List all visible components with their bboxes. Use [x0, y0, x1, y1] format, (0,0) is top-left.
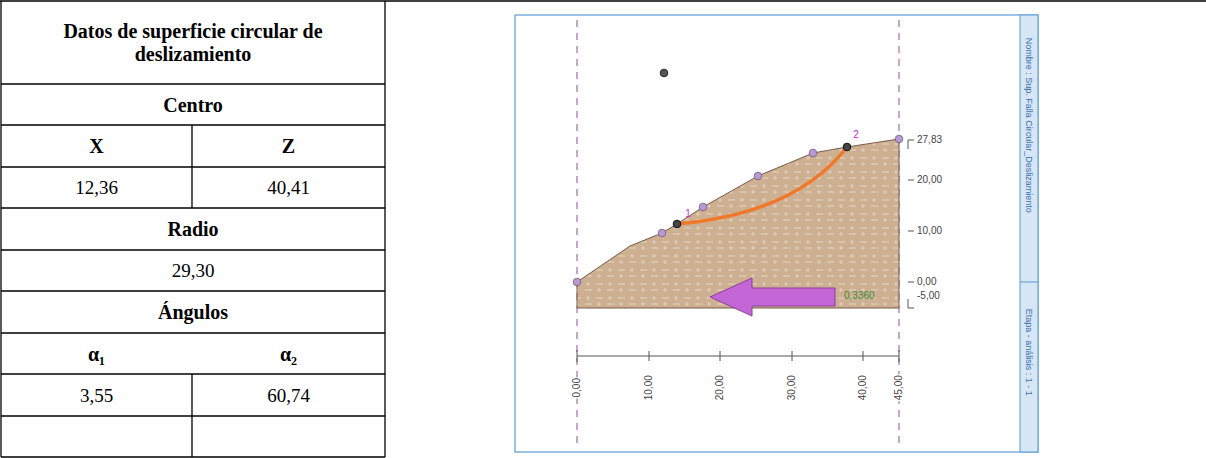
axis-value: 45,00: [893, 374, 905, 401]
panel-name: Nombre : Sup. Falla Circular_Deslizamien…: [1024, 37, 1034, 212]
scale-value: 10,00: [917, 225, 942, 237]
soil-body: [577, 139, 899, 308]
arc-point: [673, 220, 681, 228]
x-scale: [577, 350, 899, 362]
side-bar: [1020, 15, 1038, 452]
table-cell: α₂: [193, 334, 384, 374]
table-cell: Radio: [2, 209, 384, 250]
surface-points: [573, 135, 903, 286]
axis-value: 10,00: [643, 375, 655, 400]
table-cell: Z: [193, 126, 384, 167]
table-cell: 40,41: [193, 168, 384, 208]
point-number: 2: [853, 129, 859, 141]
table-cell: 60,74: [193, 375, 384, 416]
axis-value: 40,00: [857, 375, 869, 400]
arc-point: [843, 143, 851, 151]
safety-factor: 0,3360: [844, 290, 875, 302]
table-cell: Ángulos: [2, 292, 384, 333]
z-scale: [908, 140, 914, 308]
circle-center: [660, 69, 668, 77]
table-header: Datos de superficie circular de deslizam…: [2, 2, 384, 84]
scale-value: 27,83: [917, 134, 942, 146]
table-cell: 12,36: [2, 168, 191, 208]
scale-value: -5,00: [917, 290, 940, 302]
table-cell: 3,55: [2, 375, 191, 416]
table-cell: α₁: [2, 334, 191, 374]
table-cell: X: [2, 126, 191, 167]
slip-surface: [677, 147, 847, 224]
point-number: 1: [685, 208, 691, 220]
stage-name: Etapa - análisis : 1 - 1: [1024, 308, 1034, 395]
direction-arrow: [710, 278, 835, 316]
scale-value: 20,00: [917, 174, 942, 186]
axis-value: 30,00: [786, 375, 798, 400]
chart-frame: [515, 15, 1038, 452]
axis-value: 20,00: [714, 375, 726, 400]
table-cell: Centro: [2, 85, 384, 125]
table-cell: 29,30: [2, 251, 384, 291]
axis-value: 0,00: [571, 377, 583, 398]
scale-value: 0,00: [917, 276, 936, 288]
